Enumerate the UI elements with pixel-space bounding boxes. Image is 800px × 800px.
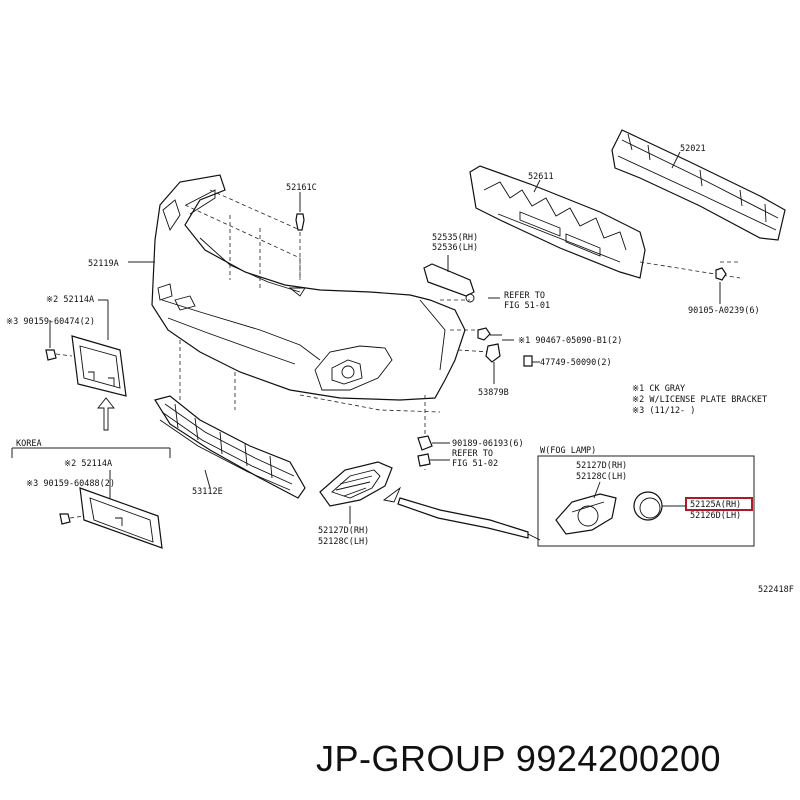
- label-52127D-fog: 52127D(RH): [576, 461, 627, 471]
- label-52128C: 52128C(LH): [318, 537, 369, 547]
- leader-53112E: [204, 469, 211, 489]
- label-52114A-top: ※2 52114A: [46, 295, 94, 305]
- label-52128C-fog: 52128C(LH): [576, 472, 627, 482]
- clip-90189: [417, 435, 450, 467]
- label-52125A: 52125A(RH): [690, 500, 741, 510]
- clip-52161C: [295, 192, 305, 280]
- fog-box-title: W(FOG LAMP): [540, 446, 596, 456]
- dashed-line-1: [184, 204, 301, 280]
- note-1: ※1 CK GRAY: [632, 384, 685, 394]
- label-90189: 90189-06193(6): [452, 439, 524, 449]
- label-53112E: 53112E: [192, 487, 223, 497]
- fog-cover-52127D: [319, 461, 393, 524]
- strip-leader: [527, 533, 541, 541]
- bumper-cover-52119A: [151, 174, 466, 401]
- label-refer1a: REFER TO: [504, 291, 545, 301]
- highlight-box: [685, 497, 753, 511]
- clip-47749: [523, 355, 533, 367]
- grille-53112E: [154, 395, 306, 499]
- label-korea: KOREA: [16, 439, 42, 449]
- label-refer1b: FIG 51-01: [504, 301, 550, 311]
- label-52119A: 52119A: [88, 259, 119, 269]
- leader-52021: [671, 151, 681, 169]
- leader-52611: [533, 179, 541, 193]
- korea-group-box: [11, 447, 171, 549]
- fog-lamp-box: [537, 455, 755, 547]
- fog-cover-52127D-inset: [555, 481, 617, 535]
- side-bracket-52535: [423, 255, 475, 303]
- label-refer2b: FIG 51-02: [452, 459, 498, 469]
- reinforcement-beam-52021: [611, 129, 786, 241]
- label-52535: 52535(RH): [432, 233, 478, 243]
- note-2: ※2 W/LICENSE PLATE BRACKET: [632, 395, 767, 405]
- label-90105: 90105-A0239(6): [688, 306, 760, 316]
- label-53879B: 53879B: [478, 388, 509, 398]
- figure-code: 522418F: [758, 585, 794, 595]
- screw-90467: [477, 327, 502, 341]
- fog-cap-52125A: [633, 491, 663, 521]
- label-52127D: 52127D(RH): [318, 526, 369, 536]
- label-90159-60474: ※3 90159-60474(2): [6, 317, 95, 327]
- molding-strip: [382, 486, 529, 539]
- label-47749: 47749-50090(2): [540, 358, 612, 368]
- brand-part-number: JP-GROUP 9924200200: [316, 738, 722, 779]
- label-90159-60488: ※3 90159-60488(2): [26, 479, 115, 489]
- note-3: ※3 (11/12- ): [632, 406, 695, 416]
- label-52021: 52021: [680, 144, 706, 154]
- label-90467: ※1 90467-05090-B1(2): [518, 336, 622, 346]
- label-52611: 52611: [528, 172, 554, 182]
- label-refer2a: REFER TO: [452, 449, 493, 459]
- energy-absorber-52611: [469, 165, 646, 279]
- clip-53879B: [485, 343, 501, 384]
- bolt-90105: [715, 267, 727, 304]
- dashed-line-2: [209, 189, 301, 231]
- dashed-line-6: [440, 299, 491, 353]
- label-52126D: 52126D(LH): [690, 511, 741, 521]
- label-52114A-bottom: ※2 52114A: [64, 459, 112, 469]
- license-bracket-top: [45, 299, 127, 431]
- label-52161C: 52161C: [286, 183, 317, 193]
- dashed-line-5: [179, 340, 441, 413]
- label-52536: 52536(LH): [432, 243, 478, 253]
